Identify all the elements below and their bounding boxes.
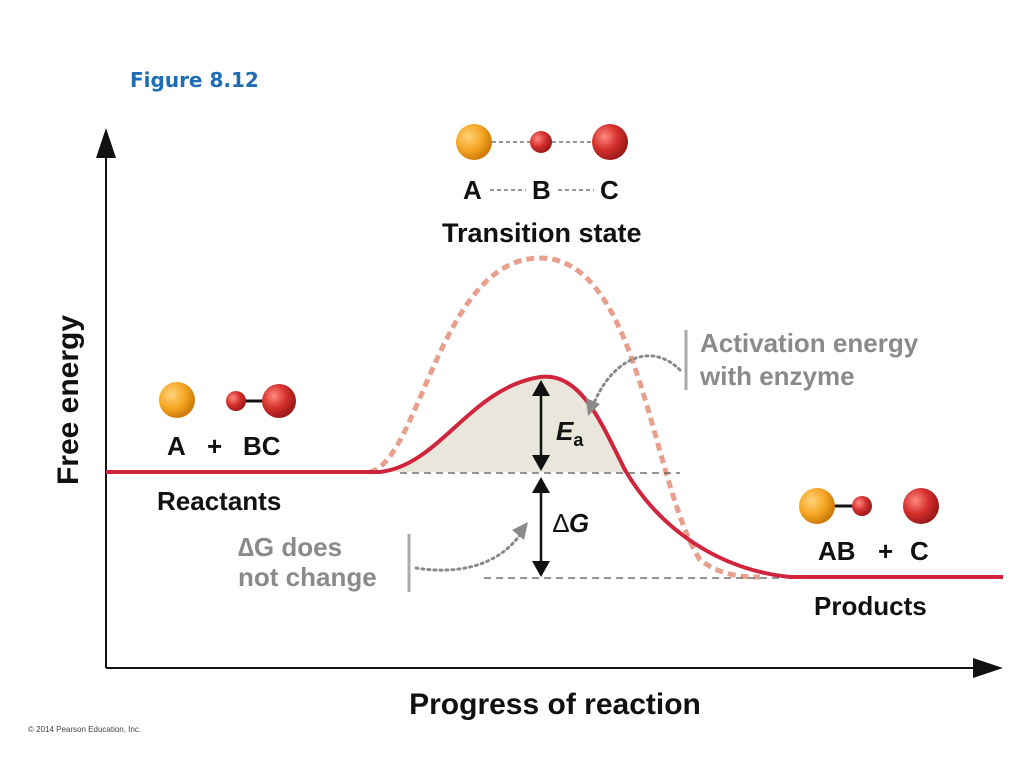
reactant-molecules [159, 382, 296, 418]
x-axis [106, 658, 1003, 678]
svg-text:AB: AB [818, 536, 856, 566]
y-axis [96, 128, 116, 668]
uncatalyzed-curve [369, 255, 761, 580]
x-axis-label: Progress of reaction [409, 688, 701, 721]
svg-text:A: A [463, 175, 482, 205]
product-a-sphere [799, 488, 835, 524]
svg-text:C: C [910, 536, 929, 566]
activation-annotation-line1: Activation energy [700, 328, 919, 358]
delta-g-annotation-line1: ∆G does [238, 532, 342, 562]
atom-b-sphere [530, 131, 552, 153]
ea-label: Ea [556, 416, 584, 450]
svg-text:B: B [532, 175, 551, 205]
delta-g-label: ∆G [553, 508, 589, 538]
product-b-sphere [852, 496, 872, 516]
product-c-sphere [903, 488, 939, 524]
reactant-formula: A + BC [167, 431, 281, 461]
delta-g-arrow [532, 477, 550, 577]
delta-g-annotation-line2: not change [238, 562, 377, 592]
products-label: Products [814, 591, 927, 621]
activation-shade [380, 377, 625, 472]
svg-text:+: + [207, 431, 222, 461]
svg-text:+: + [878, 536, 893, 566]
svg-text:A: A [167, 431, 186, 461]
atom-a-sphere [456, 124, 492, 160]
svg-text:BC: BC [243, 431, 281, 461]
transition-state-label: Transition state [442, 218, 642, 248]
activation-pointer-head [586, 398, 600, 416]
atom-c-sphere [592, 124, 628, 160]
transition-state-molecule [456, 124, 628, 160]
delta-g-pointer-head [512, 522, 528, 540]
activation-pointer-arrow [590, 354, 682, 410]
reactant-a-sphere [159, 382, 195, 418]
transition-state-formula: A B C [463, 175, 619, 205]
delta-g-pointer-arrow [414, 530, 524, 572]
reactant-c-sphere [262, 384, 296, 418]
activation-annotation-line2: with enzyme [699, 361, 855, 391]
product-formula: AB + C [818, 536, 929, 566]
reactants-label: Reactants [157, 486, 281, 516]
copyright-text: © 2014 Pearson Education, Inc. [28, 725, 142, 734]
reactant-b-sphere [226, 391, 246, 411]
figure-label: Figure 8.12 [130, 68, 259, 92]
product-molecules [799, 488, 939, 524]
svg-text:C: C [600, 175, 619, 205]
y-axis-label: Free energy [52, 315, 85, 485]
ea-arrow [532, 380, 550, 471]
